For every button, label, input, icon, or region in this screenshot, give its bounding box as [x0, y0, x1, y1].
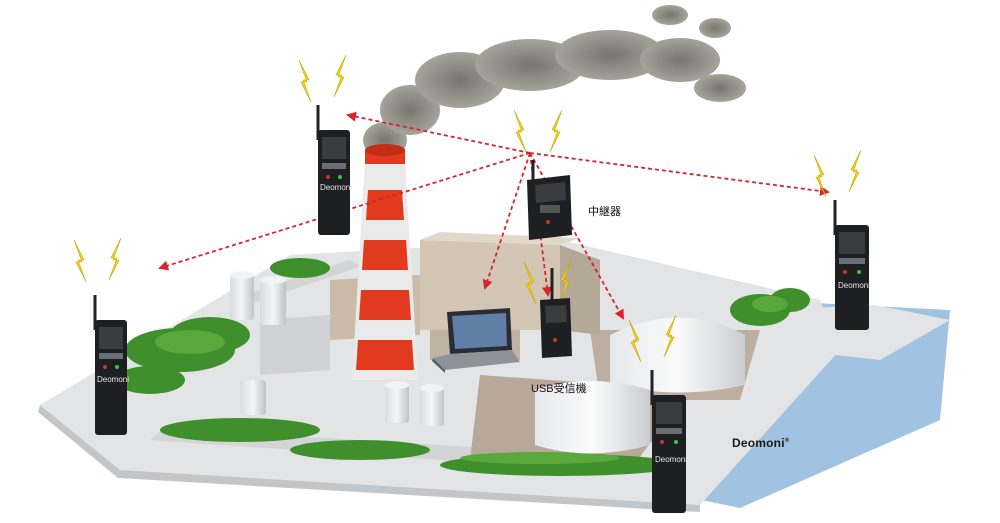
lightning-icon — [549, 109, 563, 153]
usb-receiver-label: USB受信機 — [531, 383, 587, 395]
lightning-icon — [848, 149, 862, 193]
brand-mark: ® — [784, 438, 790, 444]
lightning-icon — [813, 154, 827, 198]
smoke-plume — [363, 5, 746, 158]
device-name-text: Deomoni — [655, 455, 687, 464]
lightning-icon — [333, 54, 347, 98]
wireless-logger-device — [316, 105, 350, 235]
usb-receiver-device — [540, 268, 572, 358]
brand-name: Deomoni — [732, 436, 785, 450]
smokestack — [352, 144, 418, 380]
lightning-icon — [513, 109, 527, 153]
lightning-icon — [523, 261, 537, 305]
device-name-text: Deomoni — [838, 281, 870, 290]
wireless-logger-device — [833, 200, 869, 330]
wireless-logger-device — [650, 370, 686, 513]
repeater-label: 中継器 — [588, 206, 621, 218]
lightning-icon — [108, 237, 122, 281]
device-name-text: Deomoni — [320, 183, 352, 192]
laptop-icon — [432, 308, 520, 373]
lightning-icon — [663, 314, 677, 358]
repeater-device — [527, 160, 572, 240]
storage-tanks — [230, 271, 444, 426]
storage-domes — [535, 317, 745, 454]
lightning-icon — [628, 319, 642, 363]
signal-icons — [73, 54, 862, 363]
brand-logo: Deomoni® — [732, 436, 789, 450]
wireless-logger-device — [93, 295, 127, 435]
device-name-text: Deomoni — [97, 375, 129, 384]
lightning-icon — [73, 239, 87, 283]
lightning-icon — [298, 59, 312, 103]
